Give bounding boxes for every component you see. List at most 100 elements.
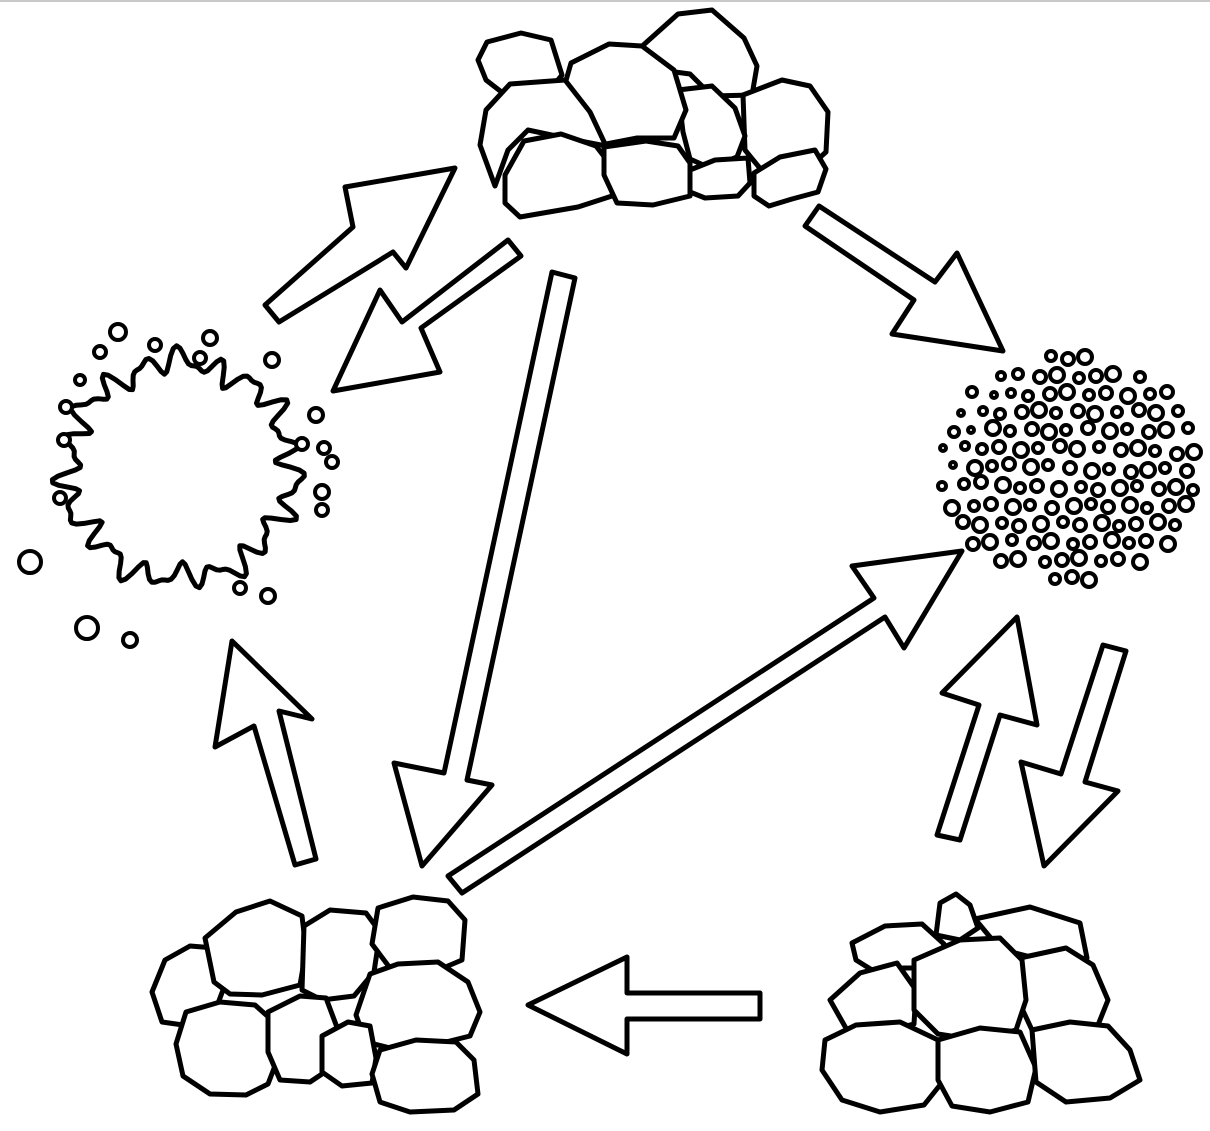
sediment-particle [1084,497,1098,511]
sediment-particle [1040,423,1058,441]
arrows [212,165,1129,1057]
rock [1029,1019,1143,1105]
sediment-particle [1014,404,1030,420]
magma-droplet [74,615,100,641]
sediment-particle [955,514,971,530]
sediment-particle [1098,385,1114,401]
sediment-particle [1149,513,1167,531]
magma-droplet [92,344,108,360]
top-border [0,0,1210,2]
sediment-particle [1092,440,1106,454]
magma-droplet [108,322,128,342]
rock [353,959,483,1053]
magma-droplet [121,631,139,649]
sediment-particle [1179,463,1195,479]
magma-droplet [263,351,281,369]
rock [911,935,1029,1043]
sediment-particle [1148,444,1162,458]
sediment-particle [1100,499,1116,515]
sediment-particle [967,499,981,513]
rock [675,83,748,171]
sediment-particle [1140,501,1154,515]
sediment-particle [1086,405,1104,423]
rock [601,138,693,208]
sediment-particle [1005,387,1017,399]
sediment-particle [1049,406,1063,420]
sediment-particle [1110,551,1126,567]
sediment-particle [1042,532,1060,550]
rock [687,155,753,201]
magma-droplet [313,483,331,501]
sediment-particle [1102,462,1116,476]
sediment-particle [1042,386,1058,402]
sediment-particle [1093,514,1111,532]
sediment-particle [977,405,989,417]
sediment-particle [947,425,961,439]
magma-droplets [17,322,340,649]
sediment-particle [1013,481,1027,495]
sediment-particle [1141,424,1157,440]
sediment-particle [1022,458,1040,476]
sediment-particle [983,496,999,512]
rock [751,147,829,209]
sediment-particle [1120,422,1134,436]
sediment-particle [1103,531,1121,549]
sediment-particle [1168,518,1182,532]
sediment-particle [1011,518,1027,534]
sediment-particle [1026,535,1042,551]
sediment-particle [1080,420,1096,436]
sediment-particle [1090,482,1106,498]
sediment-particle [956,408,966,418]
sediment-particle [959,440,971,452]
sediment-particle [1048,366,1066,384]
sediment-particle [1119,387,1137,405]
sediment-particle [1059,423,1073,437]
magma-droplet [232,580,248,596]
sediment-particle [1104,365,1122,383]
sediment-particle [1004,498,1022,516]
sediment-particle [1080,571,1098,589]
magma-droplet [294,436,310,452]
sediment-particle [1101,422,1119,440]
arrow-top-rocks-to-magma [330,237,524,394]
arrow-bottom-right-rocks-to-bottom-left-rocks [525,954,763,1057]
sediment-particle [1050,480,1068,498]
sediment-particle [995,516,1009,530]
magma-droplet [314,502,330,518]
sediment-particle [975,442,989,456]
arrow-sediment-to-bottom-right-rocks [1018,642,1129,869]
sediment-particle [1066,537,1080,551]
sediment-particle [1062,460,1078,476]
sediment-particle [1065,497,1083,515]
sediment-particle [1030,401,1048,419]
rock [933,891,981,943]
magma-droplet [259,587,277,605]
sediment-particle [1167,478,1185,496]
arrow-top-rocks-to-bottom-left-rocks [391,269,578,869]
sediment-particle [1157,421,1175,439]
magma-droplet [73,373,87,387]
sediment-particle [966,459,984,477]
sediment-particle [1143,387,1157,401]
sediment-particle [1060,351,1076,367]
magma-outline [49,343,307,591]
sediment-particle [1113,442,1129,458]
sediment-particle [1072,517,1088,533]
sediment-particle [1029,478,1045,494]
sediment-particle [1082,388,1096,402]
arrow-magma-to-top-rocks [262,165,458,325]
sediment-particle [1082,534,1098,550]
magma-droplet [17,549,43,575]
sediment-particle [984,419,1002,437]
sediment-particle [1011,367,1025,381]
sediment-particle [1110,405,1124,419]
magma-droplet [52,490,68,506]
sediment-particle [973,474,989,490]
sediment-particle [989,390,999,400]
magma-droplet [324,454,340,470]
arrow-bottom-left-rocks-to-sediment [445,548,965,896]
arrow-bottom-left-rocks-to-magma [212,638,319,868]
sediment-particle [1181,421,1195,435]
sediment-particle [1076,348,1094,366]
